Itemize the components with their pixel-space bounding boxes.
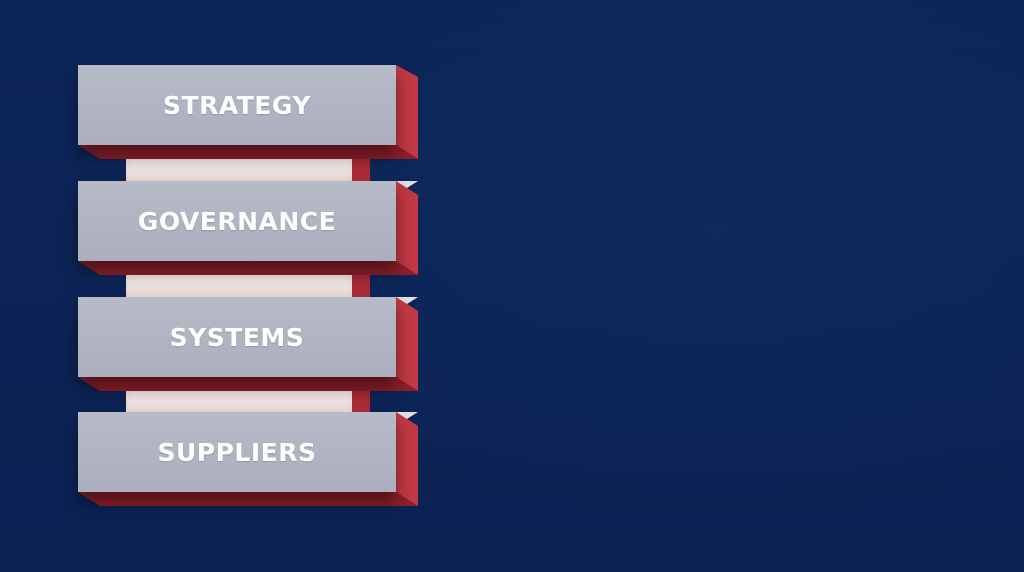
block-bottom-face: [78, 377, 418, 391]
block-front-face: SYSTEMS: [78, 297, 396, 377]
layer-block-systems: SYSTEMS: [78, 297, 418, 391]
block-bottom-face: [78, 492, 418, 506]
block-side-face: [396, 412, 418, 506]
block-bottom-face: [78, 145, 418, 159]
block-front-face: STRATEGY: [78, 65, 396, 145]
layer-label-systems: SYSTEMS: [169, 322, 305, 352]
block-side-face: [396, 297, 418, 391]
layer-label-suppliers: SUPPLIERS: [157, 437, 317, 467]
layer-block-suppliers: SUPPLIERS: [78, 412, 418, 506]
layer-block-strategy: STRATEGY: [78, 65, 418, 159]
block-side-face: [396, 181, 418, 275]
layer-label-governance: GOVERNANCE: [137, 206, 337, 236]
block-front-face: SUPPLIERS: [78, 412, 396, 492]
layer-block-governance: GOVERNANCE: [78, 181, 418, 275]
block-bottom-face: [78, 261, 418, 275]
block-side-face: [396, 65, 418, 159]
layer-label-strategy: STRATEGY: [163, 90, 311, 120]
block-front-face: GOVERNANCE: [78, 181, 396, 261]
